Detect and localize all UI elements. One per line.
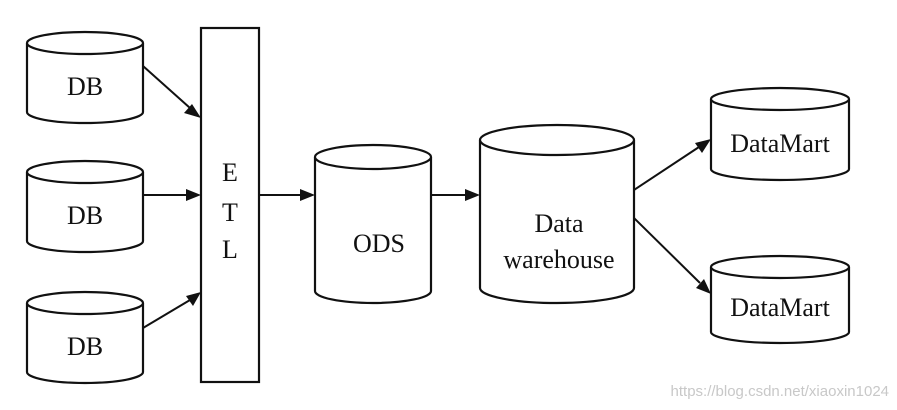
warehouse-label-line1: Data	[534, 209, 584, 238]
data-warehouse-cylinder: Data warehouse	[478, 123, 636, 305]
etl-letter-t: T	[222, 198, 238, 227]
source-db-1-label: DB	[67, 72, 103, 101]
ods-label: ODS	[353, 229, 405, 258]
arrow-etl-to-ods	[259, 189, 315, 201]
source-db-3-label: DB	[67, 332, 103, 361]
source-db-3: DB	[25, 290, 145, 385]
datamart-1-label: DataMart	[730, 129, 830, 158]
datamart-2-label: DataMart	[730, 293, 830, 322]
datamart-2: DataMart	[709, 254, 851, 345]
source-db-2: DB	[25, 159, 145, 254]
arrow-warehouse-to-datamart-2	[633, 217, 711, 294]
arrow-db2-to-etl	[143, 189, 201, 201]
etl-letter-e: E	[222, 158, 238, 187]
arrow-warehouse-to-datamart-1	[633, 139, 711, 191]
arrow-ods-to-warehouse	[431, 189, 480, 201]
datamart-1: DataMart	[709, 86, 851, 182]
ods-cylinder: ODS	[313, 143, 433, 305]
source-db-1: DB	[25, 30, 145, 125]
etl-letter-l: L	[222, 235, 238, 264]
arrow-db1-to-etl	[142, 65, 201, 118]
source-db-2-label: DB	[67, 201, 103, 230]
arrow-db3-to-etl	[142, 292, 201, 329]
watermark: https://blog.csdn.net/xiaoxin1024	[671, 383, 889, 400]
etl-box: E T L	[199, 26, 261, 384]
warehouse-label-line2: warehouse	[503, 245, 614, 274]
